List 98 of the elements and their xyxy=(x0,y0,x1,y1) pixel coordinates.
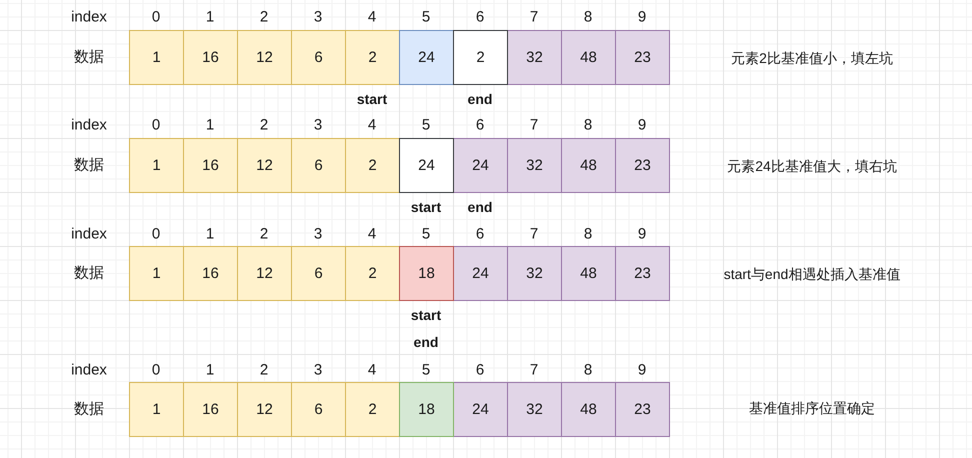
step-note: 元素24比基准值大，填右坑 xyxy=(727,158,897,174)
index-number: 1 xyxy=(206,116,214,134)
index-number: 7 xyxy=(530,116,538,134)
index-number: 5 xyxy=(422,116,430,134)
index-number: 0 xyxy=(152,116,160,134)
array-cell: 12 xyxy=(237,30,292,85)
array-cell: 2 xyxy=(345,138,400,193)
index-number: 9 xyxy=(638,225,646,243)
step-note: start与end相遇处插入基准值 xyxy=(724,266,900,282)
array-cell: 6 xyxy=(291,246,346,301)
pointer-label: start xyxy=(410,198,442,216)
array-cell: 24 xyxy=(399,138,454,193)
index-number: 7 xyxy=(530,361,538,379)
index-number: 8 xyxy=(584,116,592,134)
array-cell: 2 xyxy=(453,30,508,85)
index-number: 0 xyxy=(152,225,160,243)
array-cell: 12 xyxy=(237,246,292,301)
index-number: 8 xyxy=(584,8,592,26)
index-number: 8 xyxy=(584,361,592,379)
index-number: 6 xyxy=(476,8,484,26)
array-cell: 32 xyxy=(507,30,562,85)
index-number: 6 xyxy=(476,225,484,243)
index-number: 9 xyxy=(638,361,646,379)
index-number: 4 xyxy=(368,361,376,379)
index-number: 3 xyxy=(314,225,322,243)
pointer-label: start xyxy=(356,90,388,108)
array-cell: 48 xyxy=(561,30,616,85)
index-number: 2 xyxy=(260,8,268,26)
index-number: 0 xyxy=(152,361,160,379)
array-cell: 32 xyxy=(507,246,562,301)
index-number: 3 xyxy=(314,116,322,134)
index-number: 9 xyxy=(638,116,646,134)
index-number: 4 xyxy=(368,8,376,26)
array-cell: 24 xyxy=(453,382,508,437)
row-heading: 数据 xyxy=(74,400,104,418)
index-number: 7 xyxy=(530,8,538,26)
index-number: 2 xyxy=(260,361,268,379)
array-cell: 12 xyxy=(237,138,292,193)
array-cell: 18 xyxy=(399,382,454,437)
index-number: 4 xyxy=(368,225,376,243)
step-note: 元素2比基准值小，填左坑 xyxy=(731,50,893,66)
array-cell: 1 xyxy=(129,246,184,301)
index-number: 1 xyxy=(206,225,214,243)
array-cell: 6 xyxy=(291,30,346,85)
index-number: 5 xyxy=(422,225,430,243)
row-heading: 数据 xyxy=(74,156,104,174)
array-cell: 23 xyxy=(615,246,670,301)
array-cell: 48 xyxy=(561,138,616,193)
array-cell: 6 xyxy=(291,138,346,193)
index-number: 6 xyxy=(476,116,484,134)
index-number: 1 xyxy=(206,361,214,379)
array-cell: 16 xyxy=(183,246,238,301)
array-cell: 2 xyxy=(345,30,400,85)
array-cell: 1 xyxy=(129,30,184,85)
index-number: 1 xyxy=(206,8,214,26)
array-cell: 2 xyxy=(345,382,400,437)
index-heading: index xyxy=(71,116,107,134)
index-number: 4 xyxy=(368,116,376,134)
index-number: 0 xyxy=(152,8,160,26)
index-heading: index xyxy=(71,8,107,26)
pointer-label: end xyxy=(414,334,438,350)
pointer-label: end xyxy=(468,198,492,216)
array-cell: 18 xyxy=(399,246,454,301)
index-number: 6 xyxy=(476,361,484,379)
index-number: 3 xyxy=(314,361,322,379)
index-number: 5 xyxy=(422,8,430,26)
array-cell: 16 xyxy=(183,138,238,193)
index-number: 5 xyxy=(422,361,430,379)
array-cell: 23 xyxy=(615,30,670,85)
array-cell: 6 xyxy=(291,382,346,437)
array-cell: 1 xyxy=(129,138,184,193)
index-heading: index xyxy=(71,225,107,243)
index-number: 2 xyxy=(260,116,268,134)
array-cell: 23 xyxy=(615,138,670,193)
index-number: 9 xyxy=(638,8,646,26)
array-cell: 48 xyxy=(561,382,616,437)
array-cell: 24 xyxy=(399,30,454,85)
index-heading: index xyxy=(71,361,107,379)
row-heading: 数据 xyxy=(74,264,104,282)
array-cell: 48 xyxy=(561,246,616,301)
index-number: 3 xyxy=(314,8,322,26)
array-cell: 1 xyxy=(129,382,184,437)
step-note: 基准值排序位置确定 xyxy=(749,400,875,416)
index-number: 8 xyxy=(584,225,592,243)
pointer-label: start xyxy=(410,306,442,324)
array-cell: 12 xyxy=(237,382,292,437)
array-cell: 32 xyxy=(507,382,562,437)
array-cell: 24 xyxy=(453,246,508,301)
array-cell: 2 xyxy=(345,246,400,301)
array-cell: 16 xyxy=(183,30,238,85)
index-number: 7 xyxy=(530,225,538,243)
array-cell: 32 xyxy=(507,138,562,193)
index-number: 2 xyxy=(260,225,268,243)
row-heading: 数据 xyxy=(74,48,104,66)
array-cell: 16 xyxy=(183,382,238,437)
pointer-label: end xyxy=(468,90,492,108)
array-cell: 24 xyxy=(453,138,508,193)
array-cell: 23 xyxy=(615,382,670,437)
